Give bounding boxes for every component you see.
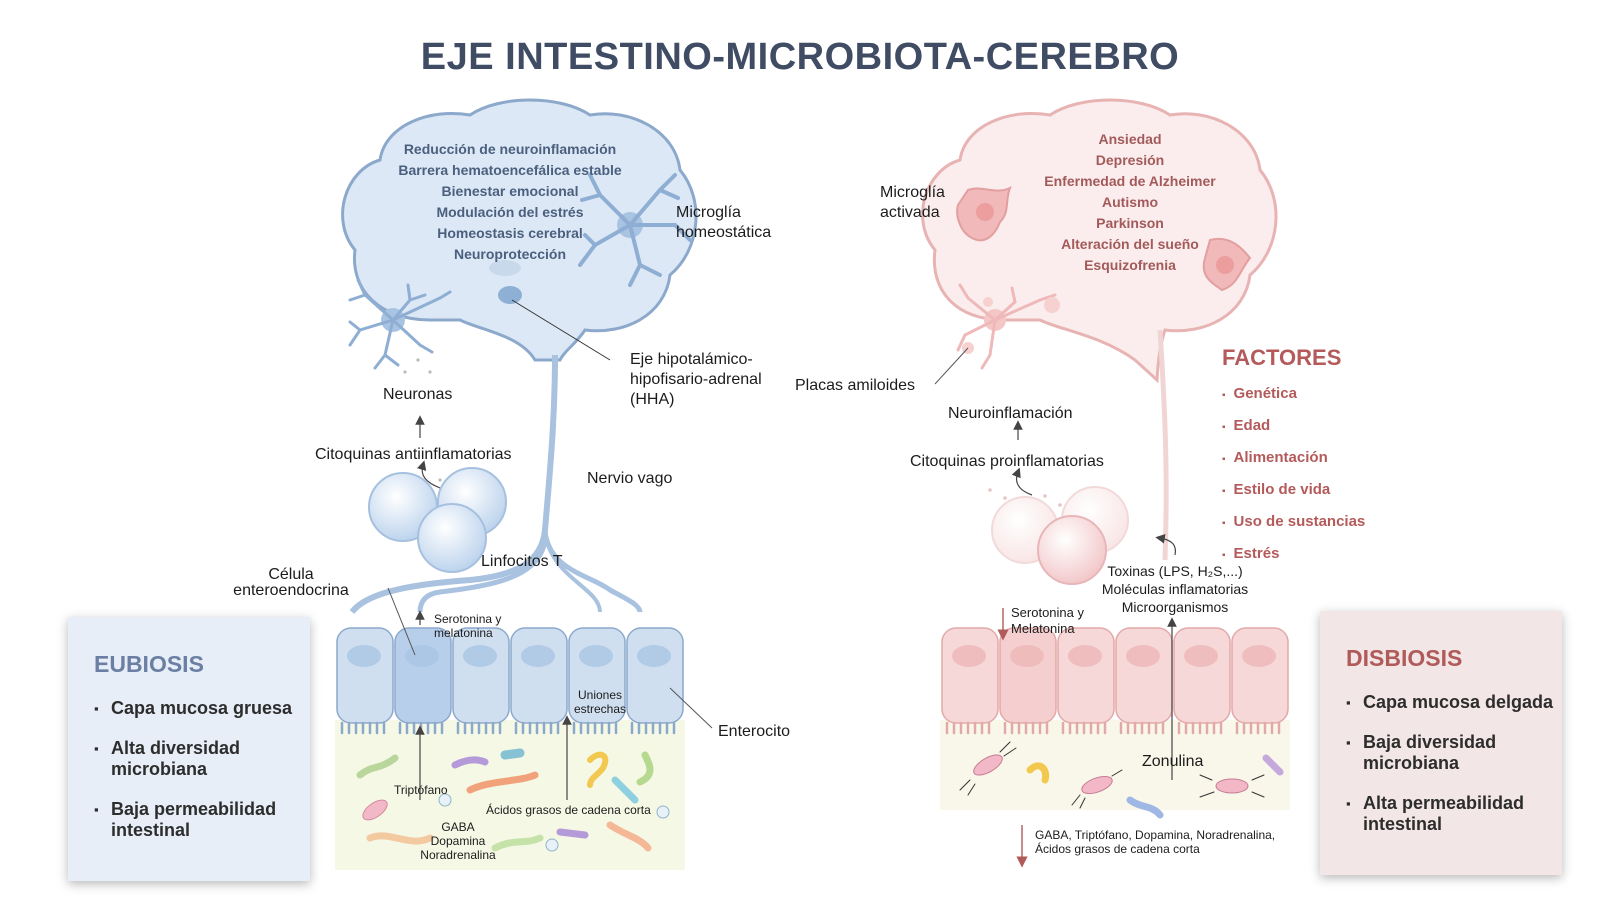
healthy-microbiota — [356, 748, 670, 852]
microglia-homeostatic-icon — [578, 173, 692, 287]
neuron-icon — [348, 278, 452, 370]
disbiosis-item: Capa mucosa delgada — [1346, 692, 1562, 713]
factor-item: ▪Edad — [1222, 417, 1271, 434]
eubiosis-panel: EUBIOSIS Capa mucosa gruesa Alta diversi… — [68, 617, 310, 881]
factor-item: ▪Estrés — [1222, 545, 1280, 562]
eubiosis-item: Capa mucosa gruesa — [94, 698, 310, 719]
enterocyte-label: Enterocito — [718, 723, 791, 740]
enteroendocrine-pointer — [387, 587, 416, 656]
microglia-activated-icon — [956, 186, 1252, 292]
healthy-brain — [341, 98, 698, 614]
serotonin-melatonin-label: Serotonina y Melatonina — [1011, 605, 1084, 636]
effect-item: Bienestar emocional — [441, 183, 579, 199]
epithelial-cell — [941, 627, 999, 735]
page-title: EJE INTESTINO-MICROBIOTA-CEREBRO — [420, 36, 1180, 78]
epithelial-cell — [336, 627, 394, 735]
disorder-item: Parkinson — [1096, 215, 1164, 231]
left-arrows — [403, 358, 454, 492]
eubiosis-item: Baja permeabilidad intestinal — [94, 799, 310, 841]
disbiosis-item: Baja diversidad microbiana — [1346, 732, 1562, 774]
arrow-curved — [417, 460, 441, 489]
right-dots — [988, 488, 1062, 512]
vagus-nerve-label: Nervio vago — [587, 470, 673, 487]
factors-title: FACTORES — [1222, 345, 1342, 370]
tight-junctions-label: Uniones estrechas — [573, 688, 627, 716]
disorder-item: Autismo — [1102, 194, 1158, 210]
arrow-curved — [1155, 534, 1177, 556]
epithelial-cell — [452, 627, 510, 735]
arrow-curved — [1011, 467, 1033, 496]
enterocyte-pointer — [669, 687, 713, 729]
factors-list: FACTORES ▪Genética ▪Edad ▪Alimentación ▪… — [1222, 345, 1365, 571]
microglia-homeostatic-label: Microglía homeostática — [676, 204, 772, 241]
effect-item: Modulación del estrés — [436, 204, 584, 220]
factor-item: ▪Uso de sustancias — [1222, 513, 1366, 530]
proinflammatory-cells-icon — [991, 486, 1129, 585]
amyloid-pointer — [934, 347, 969, 385]
effect-item: Reducción de neuroinflamación — [403, 141, 617, 157]
tryptophan-label: Triptófano — [394, 783, 448, 797]
factor-item: ▪Genética — [1222, 385, 1297, 402]
zonulin-label: Zonulina — [1142, 753, 1204, 770]
brain-effects-list: Reducción de neuroinflamación Barrera he… — [390, 139, 630, 265]
dysbiotic-microbiota — [959, 741, 1284, 819]
epithelial-cell — [1231, 627, 1289, 735]
eubiosis-title: EUBIOSIS — [94, 651, 204, 677]
disorder-item: Alteración del sueño — [1061, 236, 1199, 252]
disbiosis-item: Alta permeabilidad intestinal — [1346, 793, 1562, 835]
microglia-activated-label: Microglía activada — [880, 184, 945, 221]
scfa-label: Ácidos grasos de cadena corta — [486, 803, 651, 817]
neuroinflammation-label: Neuroinflamación — [948, 405, 1073, 422]
effect-item: Neuroprotección — [453, 246, 566, 262]
amyloid-plaques-label: Placas amiloides — [795, 377, 916, 394]
hpa-axis-label: Eje hipotalámico-hipofisario-adrenal (HH… — [630, 351, 762, 408]
factor-item: ▪Alimentación — [1222, 449, 1328, 466]
inflamed-brain — [921, 98, 1278, 561]
epithelial-cell — [1057, 627, 1115, 735]
epithelial-cell — [626, 627, 684, 735]
toxins-label: Toxinas (LPS, H₂S,...) Moléculas inflama… — [1101, 563, 1249, 615]
proinflammatory-cytokines-label: Citoquinas proinflamatorias — [910, 453, 1104, 470]
disorder-item: Depresión — [1095, 152, 1165, 168]
t-lymphocytes-icon — [368, 467, 507, 573]
neurons-label: Neuronas — [383, 386, 453, 403]
epithelial-cell — [510, 627, 568, 735]
disorder-item: Esquizofrenia — [1084, 257, 1176, 273]
factor-item: ▪Estilo de vida — [1222, 481, 1331, 498]
leaky-epithelium — [940, 627, 1290, 810]
serotonin-melatonin-label: Serotonina y melatonina — [434, 612, 502, 640]
effect-item: Barrera hematoencefálica estable — [398, 162, 622, 178]
disbiosis-panel: DISBIOSIS Capa mucosa delgada Baja diver… — [1320, 611, 1562, 875]
enteroendocrine-cell-label: Célula enteroendocrina — [233, 566, 349, 599]
effect-item: Homeostasis cerebral — [437, 225, 583, 241]
epithelial-cell — [568, 627, 626, 735]
disorder-item: Ansiedad — [1098, 131, 1162, 147]
epithelial-cell — [999, 627, 1057, 735]
metabolites-label: GABA, Triptófano, Dopamina, Noradrenalin… — [1035, 828, 1276, 856]
disorder-item: Enfermedad de Alzheimer — [1044, 173, 1216, 189]
neurotransmitters-label: GABA Dopamina Noradrenalina — [420, 820, 496, 862]
anti-inflammatory-cytokines-label: Citoquinas antiinflamatorias — [315, 446, 512, 463]
epithelial-cell — [1173, 627, 1231, 735]
eubiosis-item: Alta diversidad microbiana — [94, 738, 310, 780]
brain-disorders-list: Ansiedad Depresión Enfermedad de Alzheim… — [1020, 129, 1240, 276]
epithelial-cell — [394, 627, 452, 735]
disbiosis-title: DISBIOSIS — [1346, 645, 1463, 671]
t-lymphocytes-label: Linfocitos T — [481, 553, 563, 570]
epithelial-cell — [1115, 627, 1173, 735]
